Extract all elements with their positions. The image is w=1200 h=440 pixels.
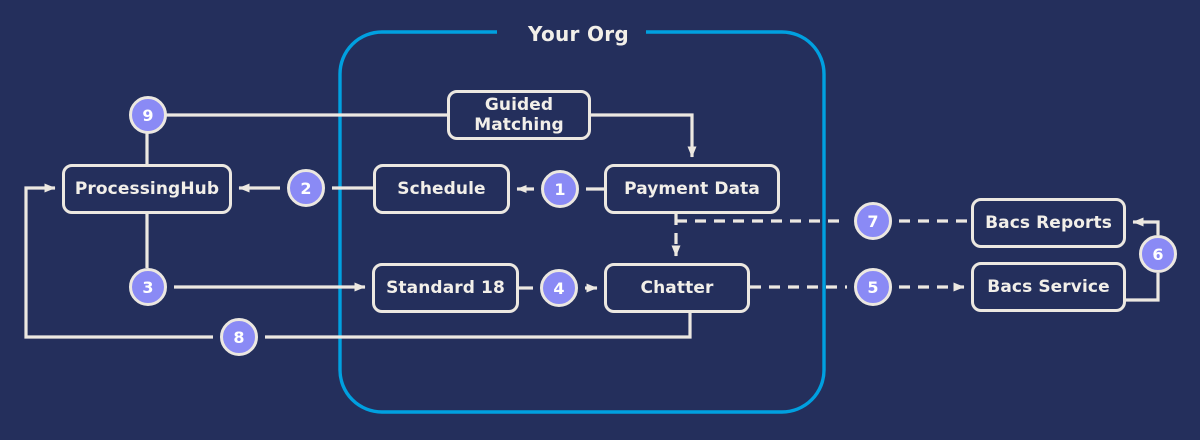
step-badge-5[interactable]: 5 bbox=[854, 268, 892, 306]
org-boundary bbox=[338, 30, 826, 414]
step-badge-4[interactable]: 4 bbox=[540, 269, 578, 307]
step-badge-6[interactable]: 6 bbox=[1139, 235, 1177, 273]
step-badge-3[interactable]: 3 bbox=[129, 268, 167, 306]
node-standard-18[interactable]: Standard 18 bbox=[372, 263, 519, 313]
node-bacs-reports[interactable]: Bacs Reports bbox=[971, 198, 1126, 248]
edge-badge8-processinghub bbox=[24, 183, 213, 339]
node-guided-matching[interactable]: Guided Matching bbox=[447, 90, 591, 140]
org-boundary-label: Your Org bbox=[528, 22, 630, 46]
node-chatter[interactable]: Chatter bbox=[604, 263, 750, 313]
edge-bacsservice-badge6 bbox=[1126, 273, 1160, 302]
step-badge-8[interactable]: 8 bbox=[220, 318, 258, 356]
step-badge-2[interactable]: 2 bbox=[287, 169, 325, 207]
node-schedule[interactable]: Schedule bbox=[373, 164, 510, 214]
edge-processinghub-guidedmatching bbox=[145, 113, 447, 164]
node-processing-hub[interactable]: ProcessingHub bbox=[62, 164, 232, 214]
node-bacs-service[interactable]: Bacs Service bbox=[971, 262, 1126, 312]
step-badge-1[interactable]: 1 bbox=[541, 170, 579, 208]
node-payment-data[interactable]: Payment Data bbox=[604, 164, 780, 214]
edge-chatter-badge8 bbox=[265, 313, 692, 339]
step-badge-7[interactable]: 7 bbox=[854, 202, 892, 240]
edge-guidedmatching-paymentdata bbox=[591, 113, 697, 158]
step-badge-9[interactable]: 9 bbox=[129, 96, 167, 134]
edge-badge6-bacsreports bbox=[1132, 217, 1160, 235]
